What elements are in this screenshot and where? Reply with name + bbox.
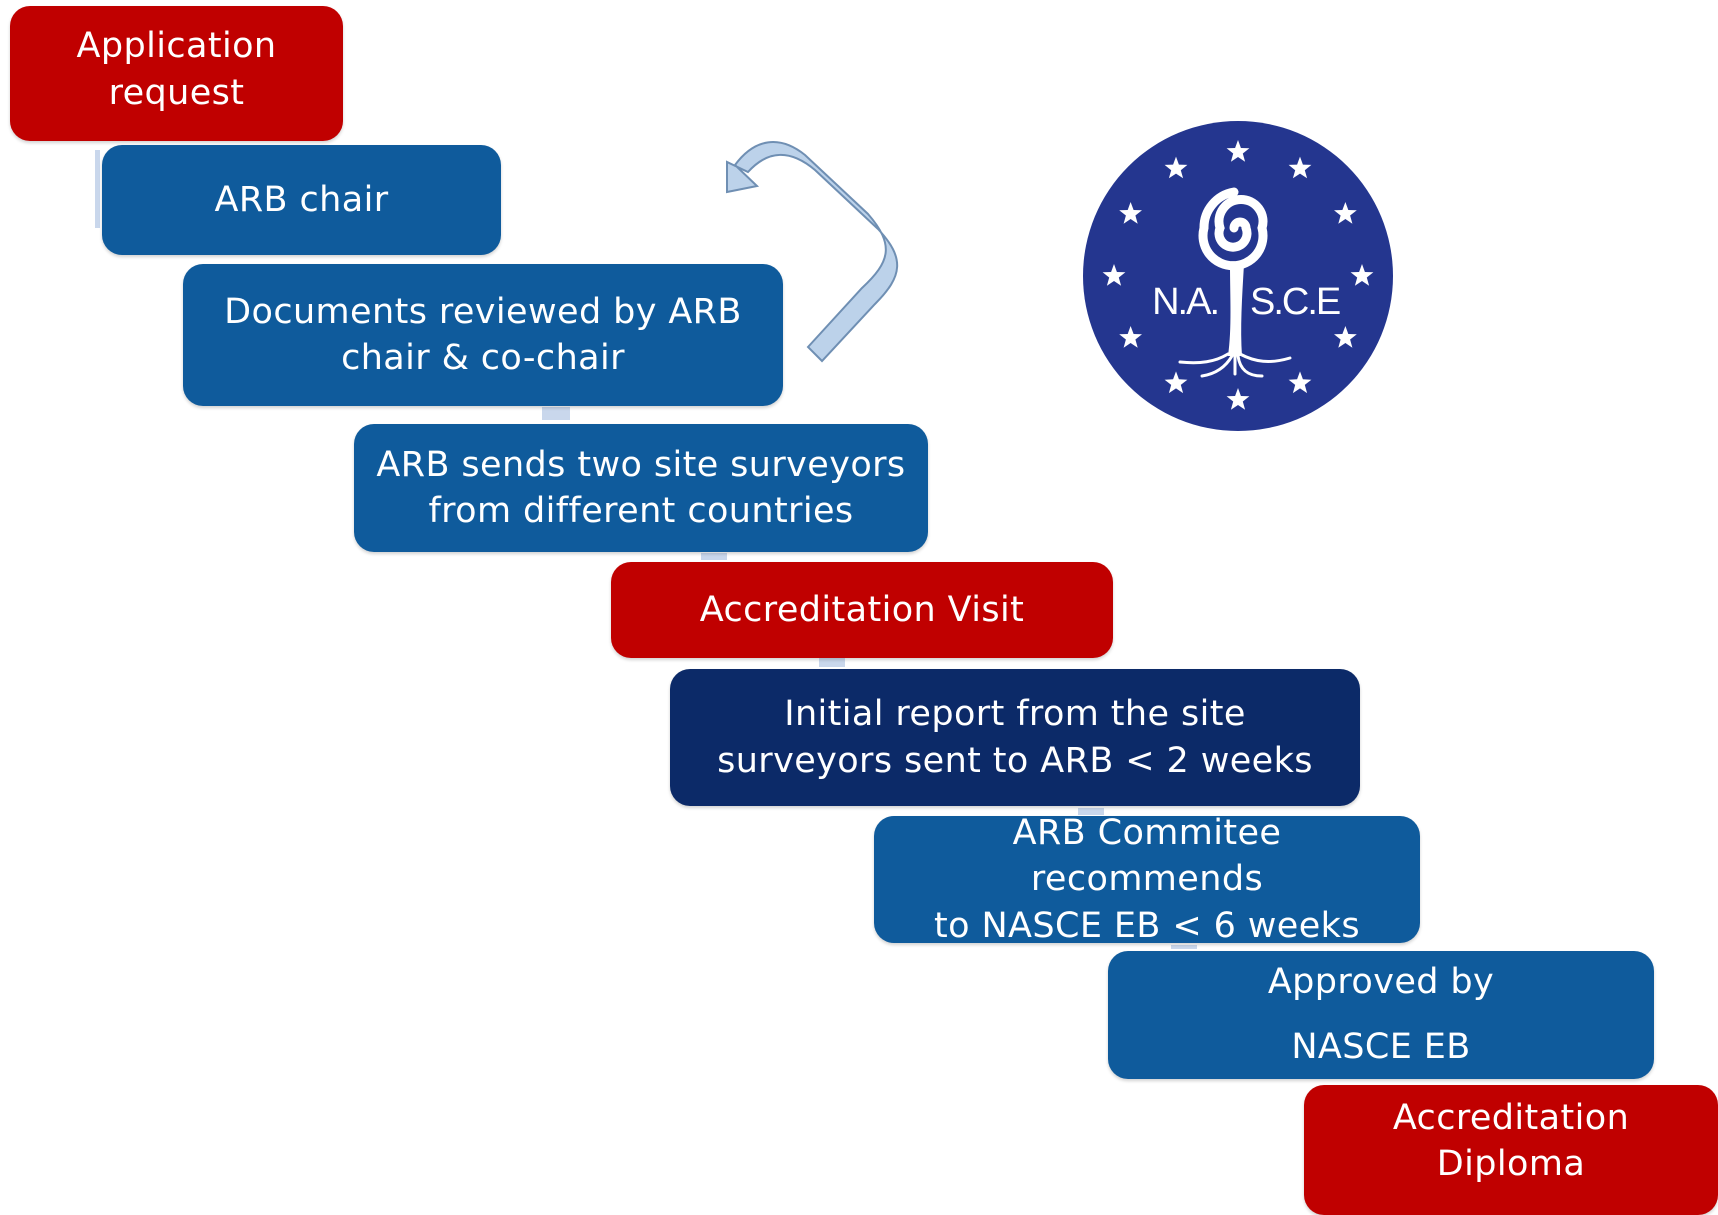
step-documents-reviewed: Documents reviewed by ARB chair & co-cha… bbox=[183, 264, 783, 406]
curved-arrow-shape bbox=[726, 141, 899, 363]
spiral-tree-icon bbox=[1198, 187, 1268, 271]
star-icon bbox=[1102, 264, 1126, 286]
logo-right-text: S.C.E bbox=[1250, 281, 1340, 323]
step-label: ARB sends two site surveyors from differ… bbox=[376, 444, 906, 531]
step-label: ARB chair bbox=[214, 179, 389, 220]
star-icon bbox=[1226, 140, 1250, 162]
star-icon bbox=[1164, 371, 1188, 394]
star-icon bbox=[1350, 264, 1374, 286]
connector-1 bbox=[95, 150, 100, 228]
step-site-surveyors: ARB sends two site surveyors from differ… bbox=[354, 424, 928, 552]
star-icon bbox=[1334, 326, 1357, 348]
step-label: Accreditation Diploma bbox=[1392, 1098, 1630, 1185]
star-icon bbox=[1119, 326, 1142, 348]
connector-4 bbox=[819, 658, 845, 667]
step-accreditation-diploma: Accreditation Diploma bbox=[1304, 1085, 1718, 1215]
step-label: Initial report from the site surveyors s… bbox=[717, 694, 1313, 781]
logo-left-text: N.A. bbox=[1152, 281, 1218, 323]
connector-3 bbox=[701, 553, 727, 560]
star-icon bbox=[1164, 156, 1188, 179]
connector-6 bbox=[1171, 945, 1197, 949]
step-accreditation-visit: Accreditation Visit bbox=[611, 562, 1113, 658]
star-icon bbox=[1119, 202, 1142, 224]
star-icon bbox=[1288, 371, 1312, 394]
connector-2 bbox=[542, 407, 570, 420]
step-label: Documents reviewed by ARB chair & co-cha… bbox=[224, 291, 742, 378]
step-label: Application request bbox=[76, 26, 277, 113]
step-label: ARB Commitee recommends to NASCE EB < 6 … bbox=[934, 813, 1360, 946]
step-arb-chair: ARB chair bbox=[102, 145, 501, 255]
star-icon bbox=[1226, 388, 1250, 410]
connector-5 bbox=[1078, 808, 1104, 815]
star-ring-icon bbox=[1102, 140, 1374, 410]
tree-roots bbox=[1178, 352, 1292, 378]
star-icon bbox=[1334, 202, 1357, 224]
tree-trunk bbox=[1228, 264, 1244, 356]
step-initial-report: Initial report from the site surveyors s… bbox=[670, 669, 1360, 806]
star-icon bbox=[1288, 156, 1312, 179]
step-label: Approved by NASCE EB bbox=[1267, 962, 1495, 1067]
step-label: Accreditation Visit bbox=[699, 589, 1025, 630]
step-arb-committee-recommends: ARB Commitee recommends to NASCE EB < 6 … bbox=[874, 813, 1420, 946]
step-application-request: Application request bbox=[10, 6, 343, 141]
step-approved-by-nasce: Approved by NASCE EB bbox=[1108, 951, 1654, 1079]
nasce-logo: N.A. S.C.E bbox=[1083, 121, 1393, 431]
